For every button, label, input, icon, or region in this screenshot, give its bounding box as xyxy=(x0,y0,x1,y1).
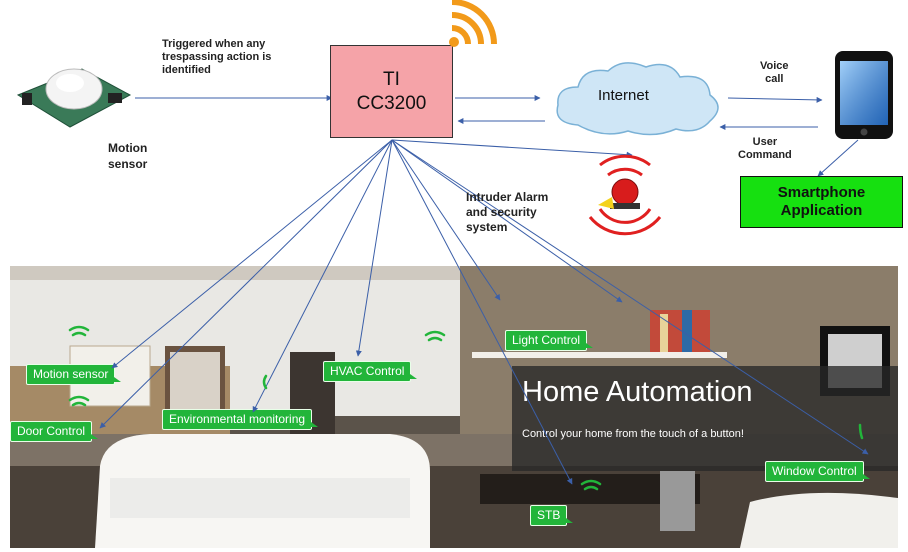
home-automation-title: Home Automation xyxy=(522,376,753,408)
alarm-label-line: and security xyxy=(466,205,537,219)
user-command-line: Command xyxy=(738,149,792,161)
trigger-note-line: Triggered when any xyxy=(162,38,266,50)
controller-model: CC3200 xyxy=(356,92,427,114)
tag-hvac-control: HVAC Control xyxy=(323,361,418,382)
alarm-label-line: system xyxy=(466,220,508,234)
motion-sensor-label-line: Motion xyxy=(108,141,148,155)
tag-stb: STB xyxy=(530,505,574,526)
tag-window-control: Window Control xyxy=(765,461,870,482)
motion-sensor-label: Motion sensor xyxy=(108,140,147,172)
smartphone-application-line: Application xyxy=(780,202,863,219)
voice-call-label: Voice call xyxy=(760,60,789,86)
alarm-label-line: Intruder Alarm xyxy=(466,190,549,204)
alarm-bell-icon xyxy=(588,154,662,236)
controller-label: TI xyxy=(383,68,400,90)
tag-door-control: Door Control xyxy=(10,421,99,442)
home-automation-subtitle: Control your home from the touch of a bu… xyxy=(522,428,744,440)
tag-motion-sensor: Motion sensor xyxy=(26,364,122,385)
trigger-note-line: identified xyxy=(162,64,211,76)
smartphone-icon xyxy=(835,51,893,139)
user-command-label: User Command xyxy=(738,136,792,162)
trigger-note-line: trespassing action is xyxy=(162,51,272,63)
alarm-label: Intruder Alarm and security system xyxy=(466,190,548,235)
smartphone-application-box: Smartphone Application xyxy=(740,176,903,228)
cloud-icon xyxy=(556,62,719,136)
smartphone-application-line: Smartphone xyxy=(777,184,866,201)
wifi-icon xyxy=(449,0,497,47)
trigger-note: Triggered when any trespassing action is… xyxy=(162,38,312,77)
tag-light-control: Light Control xyxy=(505,330,594,351)
motion-sensor-label-line: sensor xyxy=(108,157,148,171)
controller-box: TI CC3200 xyxy=(330,45,453,138)
motion-sensor-image xyxy=(16,68,132,128)
user-command-line: User xyxy=(752,136,778,148)
voice-call-line: Voice xyxy=(760,60,789,72)
voice-call-line: call xyxy=(765,73,784,85)
tag-environmental-monitoring: Environmental monitoring xyxy=(162,409,319,430)
internet-label: Internet xyxy=(598,87,649,104)
